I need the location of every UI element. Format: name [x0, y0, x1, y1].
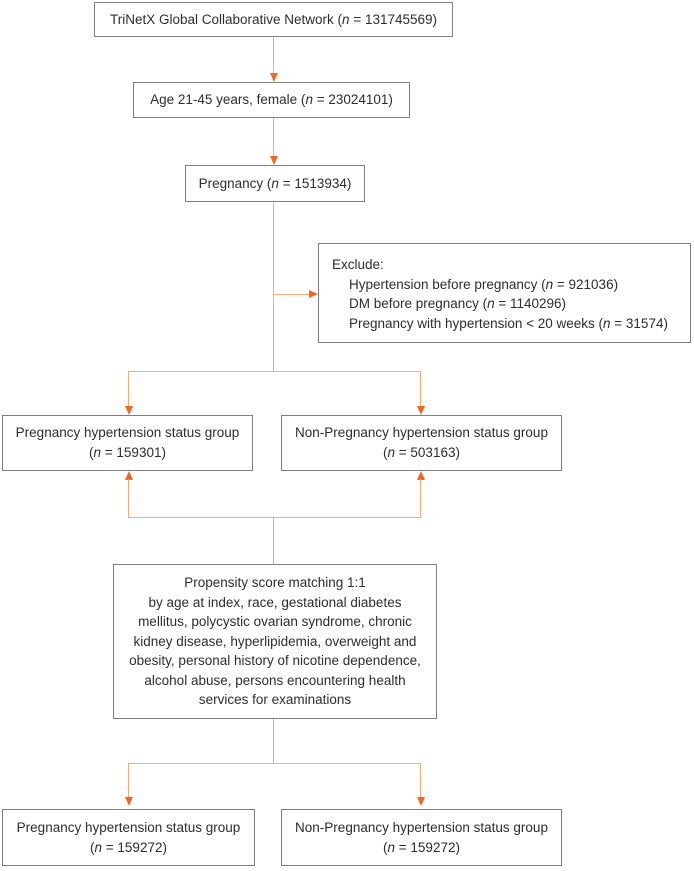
- arrowhead-down-icon: [270, 73, 278, 82]
- box-trinetx-network: TriNetX Global Collaborative Network (n …: [94, 2, 453, 37]
- box-age-female: Age 21-45 years, female (n = 23024101): [133, 82, 410, 118]
- matching-line: kidney disease, hyperlipidemia, overweig…: [133, 633, 417, 649]
- arrowhead-down-icon: [417, 406, 425, 415]
- matching-line: mellitus, polycystic ovarian syndrome, c…: [138, 614, 412, 630]
- box-pregnancy-label: Pregnancy (n = 1513934): [199, 174, 352, 194]
- exclude-item: DM before pregnancy (n = 1140296): [332, 294, 566, 314]
- label-text: DM before pregnancy (: [349, 296, 488, 311]
- box-pregnancy: Pregnancy (n = 1513934): [185, 165, 365, 202]
- exclude-item: Pregnancy with hypertension < 20 weeks (…: [332, 314, 668, 334]
- connector-matching-up-trunk: [273, 517, 274, 564]
- n-value: = 159272): [102, 839, 167, 855]
- arrowhead-right-icon: [309, 290, 318, 298]
- n-value: = 503163): [395, 445, 460, 460]
- label-text: (: [383, 445, 388, 460]
- n-value: = 159301): [101, 445, 166, 460]
- connector-branch-exclude: [274, 294, 310, 295]
- group-label: Non-Pregnancy hypertension status group: [295, 819, 548, 835]
- connector-up-bar: [128, 517, 421, 518]
- n-symbol: n: [387, 839, 396, 855]
- n-symbol: n: [342, 11, 350, 27]
- n-value: = 159272): [395, 839, 460, 855]
- arrowhead-down-icon: [125, 406, 133, 415]
- connector-age-to-pregnancy: [273, 118, 274, 156]
- connector-pregnancy-trunk: [273, 202, 274, 372]
- group-n: (n = 159272): [383, 838, 460, 858]
- box-exclude: Exclude: Hypertension before pregnancy (…: [318, 243, 691, 343]
- matching-line: obesity, personal history of nicotine de…: [129, 653, 421, 669]
- matching-line: services for examinations: [198, 692, 352, 708]
- exclude-title: Exclude:: [332, 257, 384, 272]
- connector-up-left: [128, 479, 129, 518]
- group-n: (n = 159301): [89, 443, 166, 463]
- n-value: = 31574): [610, 315, 668, 331]
- connector-trinetx-to-age: [273, 37, 274, 75]
- n-symbol: n: [93, 445, 102, 460]
- label-text: Pregnancy (: [198, 175, 272, 191]
- group-label: Pregnancy hypertension status group: [16, 819, 241, 835]
- connector-split-right: [420, 371, 421, 407]
- group-label: Pregnancy hypertension status group: [15, 425, 240, 440]
- box-age-label: Age 21-45 years, female (n = 23024101): [150, 90, 393, 110]
- arrowhead-up-icon: [125, 471, 133, 480]
- arrowhead-up-icon: [417, 471, 425, 480]
- box-propensity-matching: Propensity score matching 1:1 by age at …: [113, 564, 437, 719]
- label-text: TriNetX Global Collaborative Network (: [109, 11, 343, 27]
- group-n: (n = 159272): [90, 838, 167, 858]
- label-text: (: [90, 839, 95, 855]
- connector-matching-down-trunk: [273, 719, 274, 763]
- matching-line: alcohol abuse, persons encountering heal…: [144, 672, 406, 688]
- n-symbol: n: [603, 315, 611, 331]
- n-value: = 1140296): [494, 296, 567, 311]
- connector-down-right: [420, 763, 421, 798]
- connector-split-left: [128, 371, 129, 407]
- n-symbol: n: [387, 445, 396, 460]
- exclude-item: Hypertension before pregnancy (n = 92103…: [332, 275, 618, 295]
- connector-up-right: [420, 479, 421, 518]
- box-matched-non-pregnancy-htn-group: Non-Pregnancy hypertension status group …: [281, 809, 562, 866]
- group-n: (n = 503163): [383, 443, 460, 463]
- box-non-pregnancy-htn-group: Non-Pregnancy hypertension status group …: [281, 415, 562, 471]
- matching-line: Propensity score matching 1:1: [184, 574, 366, 590]
- label-text: (: [89, 445, 94, 460]
- arrowhead-down-icon: [270, 156, 278, 165]
- n-symbol: n: [487, 296, 495, 311]
- arrowhead-down-icon: [417, 797, 425, 806]
- box-pregnancy-htn-group: Pregnancy hypertension status group (n =…: [2, 415, 253, 471]
- label-text: Pregnancy with hypertension < 20 weeks (: [349, 315, 604, 331]
- n-symbol: n: [271, 175, 279, 191]
- n-symbol: n: [94, 839, 103, 855]
- n-value: = 921036): [553, 276, 619, 292]
- connector-split-bar-top: [128, 371, 421, 372]
- connector-down-left: [128, 763, 129, 798]
- label-text: (: [383, 839, 388, 855]
- label-text: Hypertension before pregnancy (: [349, 276, 546, 292]
- arrowhead-down-icon: [125, 797, 133, 806]
- label-text: Age 21-45 years, female (: [150, 92, 306, 107]
- connector-split-bar-bottom: [128, 763, 421, 764]
- n-value: = 23024101): [312, 92, 393, 107]
- matching-line: by age at index, race, gestational diabe…: [148, 594, 402, 610]
- n-symbol: n: [545, 276, 554, 292]
- group-label: Non-Pregnancy hypertension status group: [295, 425, 548, 440]
- n-value: = 131745569): [349, 11, 438, 27]
- box-trinetx-label: TriNetX Global Collaborative Network (n …: [110, 10, 437, 30]
- n-symbol: n: [305, 92, 313, 107]
- n-value: = 1513934): [278, 175, 352, 191]
- box-matched-pregnancy-htn-group: Pregnancy hypertension status group (n =…: [2, 809, 255, 866]
